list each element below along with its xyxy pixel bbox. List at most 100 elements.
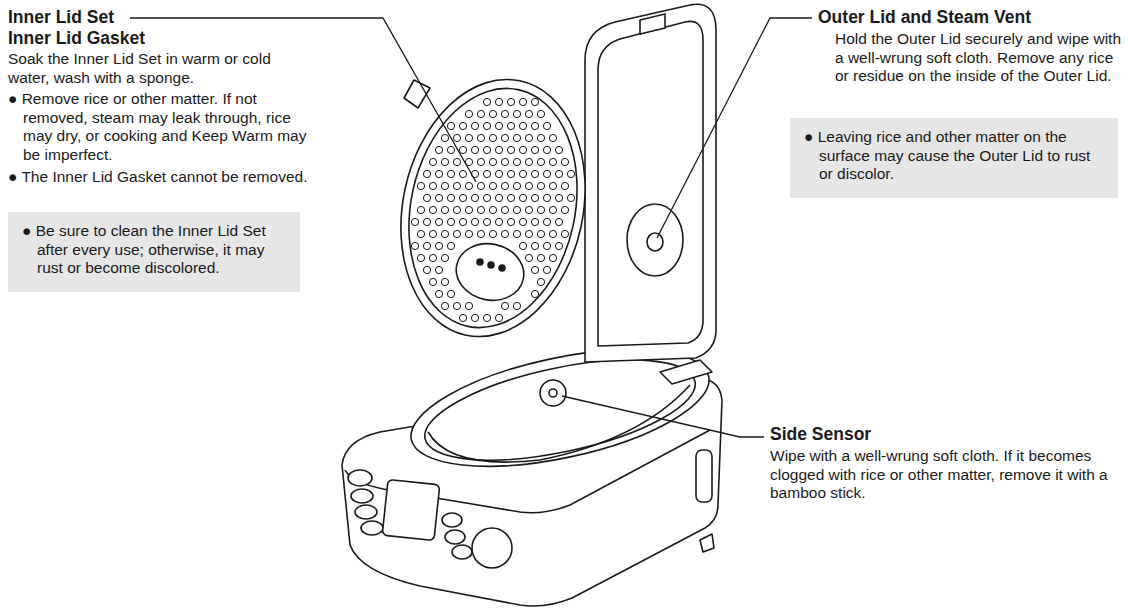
- hole: [501, 158, 508, 165]
- foot: [700, 534, 714, 552]
- hole: [507, 122, 514, 129]
- hole: [477, 206, 484, 213]
- hole: [513, 110, 520, 117]
- hole: [525, 254, 532, 261]
- hole: [543, 242, 550, 249]
- hole: [543, 266, 550, 273]
- note-text: ● Leaving rice and other matter on the s…: [804, 128, 1104, 184]
- inner-lid-dot: [499, 265, 505, 271]
- hole: [477, 230, 484, 237]
- hole: [519, 146, 526, 153]
- note-box: ● Be sure to clean the Inner Lid Set aft…: [8, 212, 300, 292]
- hole: [453, 230, 460, 237]
- inner-lid-dot: [477, 259, 483, 265]
- hole: [513, 230, 520, 237]
- hole: [513, 134, 520, 141]
- hole: [447, 170, 454, 177]
- hole: [483, 122, 490, 129]
- hole: [561, 206, 568, 213]
- part-name: Inner Lid Gasket: [8, 28, 308, 48]
- hole: [489, 206, 496, 213]
- hole: [489, 230, 496, 237]
- hole: [507, 98, 514, 105]
- hole: [513, 206, 520, 213]
- part-name: Inner Lid Set: [8, 7, 308, 27]
- hole: [435, 194, 442, 201]
- hole: [489, 110, 496, 117]
- hole: [531, 98, 538, 105]
- hole: [507, 146, 514, 153]
- hole: [423, 242, 430, 249]
- hole: [555, 242, 562, 249]
- hole: [561, 182, 568, 189]
- hole: [477, 134, 484, 141]
- hole: [423, 218, 430, 225]
- start-button: [472, 528, 512, 568]
- hole: [441, 254, 448, 261]
- hole: [531, 266, 538, 273]
- hole: [555, 146, 562, 153]
- button: [351, 489, 373, 503]
- hole: [447, 122, 454, 129]
- hole: [561, 230, 568, 237]
- hole: [537, 254, 544, 261]
- hole: [441, 158, 448, 165]
- hole: [465, 182, 472, 189]
- hole: [513, 182, 520, 189]
- hole: [471, 146, 478, 153]
- bullet-note: ● Remove rice or other matter. If not re…: [8, 90, 323, 164]
- hole: [567, 170, 574, 177]
- button: [361, 521, 383, 535]
- hole: [483, 146, 490, 153]
- hole: [423, 266, 430, 273]
- hole: [483, 218, 490, 225]
- inner-lid-dot: [488, 262, 494, 268]
- hole: [459, 170, 466, 177]
- hole: [543, 218, 550, 225]
- hole: [519, 218, 526, 225]
- button: [348, 470, 372, 486]
- hole: [459, 146, 466, 153]
- hole: [531, 146, 538, 153]
- handle: [696, 450, 712, 502]
- hole: [441, 302, 448, 309]
- inner-lid-disc: [378, 62, 608, 354]
- steam-vent: [627, 204, 683, 276]
- hole: [549, 230, 556, 237]
- hole: [525, 110, 532, 117]
- hole: [519, 98, 526, 105]
- hole: [489, 134, 496, 141]
- hole: [501, 302, 508, 309]
- hole: [549, 134, 556, 141]
- hole: [525, 182, 532, 189]
- hole: [483, 98, 490, 105]
- instruction-text: Hold the Outer Lid securely and wipe wit…: [835, 30, 1123, 86]
- hole: [537, 206, 544, 213]
- hole: [549, 158, 556, 165]
- hole: [429, 254, 436, 261]
- hole: [525, 158, 532, 165]
- side-sensor-center: [549, 389, 557, 397]
- hole: [543, 170, 550, 177]
- hole: [447, 242, 454, 249]
- hole: [483, 314, 490, 321]
- hole: [543, 194, 550, 201]
- hole: [453, 302, 460, 309]
- hole: [531, 194, 538, 201]
- hole: [489, 182, 496, 189]
- leader-line: [657, 18, 812, 238]
- hole: [435, 170, 442, 177]
- hole: [495, 314, 502, 321]
- hole: [549, 254, 556, 261]
- outer-lid-inner-face: [598, 21, 703, 346]
- bullet-note: ● The Inner Lid Gasket cannot be removed…: [8, 168, 323, 187]
- hole: [447, 218, 454, 225]
- hole: [507, 218, 514, 225]
- hole: [411, 218, 418, 225]
- hole: [453, 182, 460, 189]
- hole: [429, 230, 436, 237]
- hole: [483, 194, 490, 201]
- hole: [459, 194, 466, 201]
- hole: [465, 110, 472, 117]
